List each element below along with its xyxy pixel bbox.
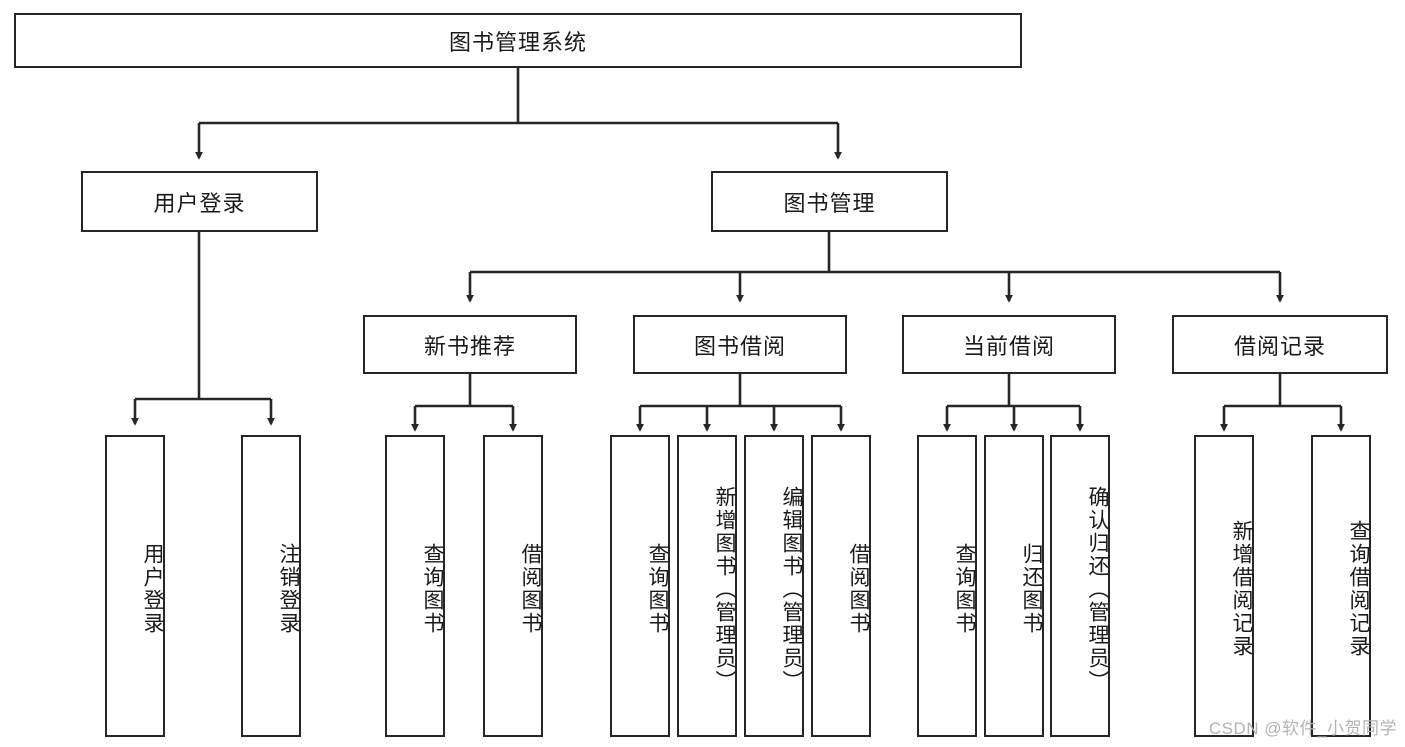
- leaf-confirm-return-admin[interactable]: 确认归还（管理员）: [1050, 435, 1110, 737]
- node-current-borrow[interactable]: 当前借阅: [902, 315, 1116, 374]
- leaf-query-borrow-record[interactable]: 查询借阅记录: [1311, 435, 1371, 737]
- node-new-book-recommend[interactable]: 新书推荐: [363, 315, 577, 374]
- leaf-edit-book-admin[interactable]: 编辑图书（管理员）: [744, 435, 804, 737]
- leaf-add-borrow-record-label: 新增借阅记录: [1230, 520, 1253, 658]
- leaf-query-book-1-label: 查询图书: [421, 543, 444, 635]
- leaf-query-book-1[interactable]: 查询图书: [385, 435, 445, 737]
- node-borrow-record-label: 借阅记录: [1233, 333, 1326, 359]
- leaf-borrow-book-2-label: 借阅图书: [847, 543, 870, 635]
- leaf-query-book-3-label: 查询图书: [953, 543, 976, 635]
- leaf-add-borrow-record[interactable]: 新增借阅记录: [1194, 435, 1254, 737]
- node-user-login[interactable]: 用户登录: [81, 171, 318, 232]
- leaf-edit-book-admin-label: 编辑图书（管理员）: [780, 485, 803, 693]
- leaf-confirm-return-admin-label: 确认归还（管理员）: [1086, 485, 1109, 693]
- leaf-borrow-book-1-label: 借阅图书: [519, 543, 542, 635]
- leaf-query-book-2[interactable]: 查询图书: [610, 435, 670, 737]
- leaf-return-book[interactable]: 归还图书: [984, 435, 1044, 737]
- node-user-login-label: 用户登录: [153, 190, 246, 216]
- node-book-borrow-label: 图书借阅: [693, 333, 786, 359]
- leaf-return-book-label: 归还图书: [1020, 543, 1043, 635]
- node-root[interactable]: 图书管理系统: [14, 13, 1022, 68]
- node-root-label: 图书管理系统: [448, 29, 587, 55]
- leaf-query-book-3[interactable]: 查询图书: [917, 435, 977, 737]
- node-book-management[interactable]: 图书管理: [711, 171, 948, 232]
- leaf-logout-login[interactable]: 注销登录: [241, 435, 301, 737]
- leaf-add-book-admin[interactable]: 新增图书（管理员）: [677, 435, 737, 737]
- leaf-add-book-admin-label: 新增图书（管理员）: [713, 485, 736, 693]
- leaf-borrow-book-2[interactable]: 借阅图书: [811, 435, 871, 737]
- leaf-user-login-label: 用户登录: [141, 543, 164, 635]
- node-book-borrow[interactable]: 图书借阅: [633, 315, 847, 374]
- node-current-borrow-label: 当前借阅: [962, 333, 1055, 359]
- leaf-query-borrow-record-label: 查询借阅记录: [1347, 520, 1370, 658]
- leaf-query-book-2-label: 查询图书: [646, 543, 669, 635]
- node-book-management-label: 图书管理: [783, 190, 876, 216]
- leaf-user-login[interactable]: 用户登录: [105, 435, 165, 737]
- leaf-borrow-book-1[interactable]: 借阅图书: [483, 435, 543, 737]
- leaf-logout-login-label: 注销登录: [277, 543, 300, 635]
- node-borrow-record[interactable]: 借阅记录: [1172, 315, 1388, 374]
- node-new-book-recommend-label: 新书推荐: [423, 333, 516, 359]
